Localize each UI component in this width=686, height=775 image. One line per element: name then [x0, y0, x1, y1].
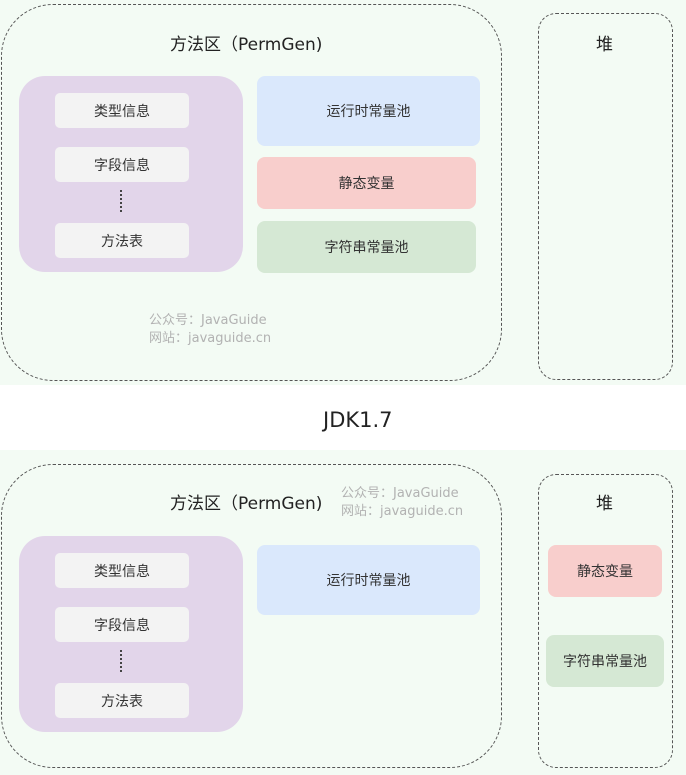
top-method-table-item: 方法表: [55, 223, 189, 258]
top-watermark-line-1: 公众号：JavaGuide: [149, 313, 267, 328]
top-permgen-title: 方法区（PermGen): [170, 35, 323, 55]
top-runtime-constant-pool: 运行时常量池: [257, 76, 480, 146]
bottom-watermark-line-1: 公众号：JavaGuide: [341, 486, 459, 501]
bottom-permgen-container: [1, 464, 502, 768]
top-ellipsis-dots: [120, 190, 122, 212]
bottom-watermark-line-2: 网站：javaguide.cn: [341, 504, 464, 519]
top-heap-container: [538, 13, 673, 380]
top-static-variables: 静态变量: [257, 157, 476, 209]
bottom-field-info-item: 字段信息: [55, 607, 189, 642]
bottom-string-constant-pool: 字符串常量池: [546, 635, 664, 687]
jdk-version-label: JDK1.7: [323, 408, 393, 432]
bottom-ellipsis-dots: [120, 650, 122, 672]
bottom-heap-container: [538, 474, 673, 768]
bottom-static-variables: 静态变量: [548, 545, 662, 597]
bottom-heap-title: 堆: [596, 494, 613, 514]
bottom-runtime-constant-pool: 运行时常量池: [257, 545, 480, 615]
top-type-info-item: 类型信息: [55, 93, 189, 128]
top-permgen-container: [1, 4, 502, 381]
bottom-permgen-title: 方法区（PermGen): [170, 494, 323, 514]
top-watermark-line-2: 网站：javaguide.cn: [149, 331, 272, 346]
top-heap-title: 堆: [596, 35, 613, 55]
top-field-info-item: 字段信息: [55, 147, 189, 182]
bottom-method-table-item: 方法表: [55, 683, 189, 718]
top-string-constant-pool: 字符串常量池: [257, 221, 476, 273]
bottom-type-info-item: 类型信息: [55, 553, 189, 588]
